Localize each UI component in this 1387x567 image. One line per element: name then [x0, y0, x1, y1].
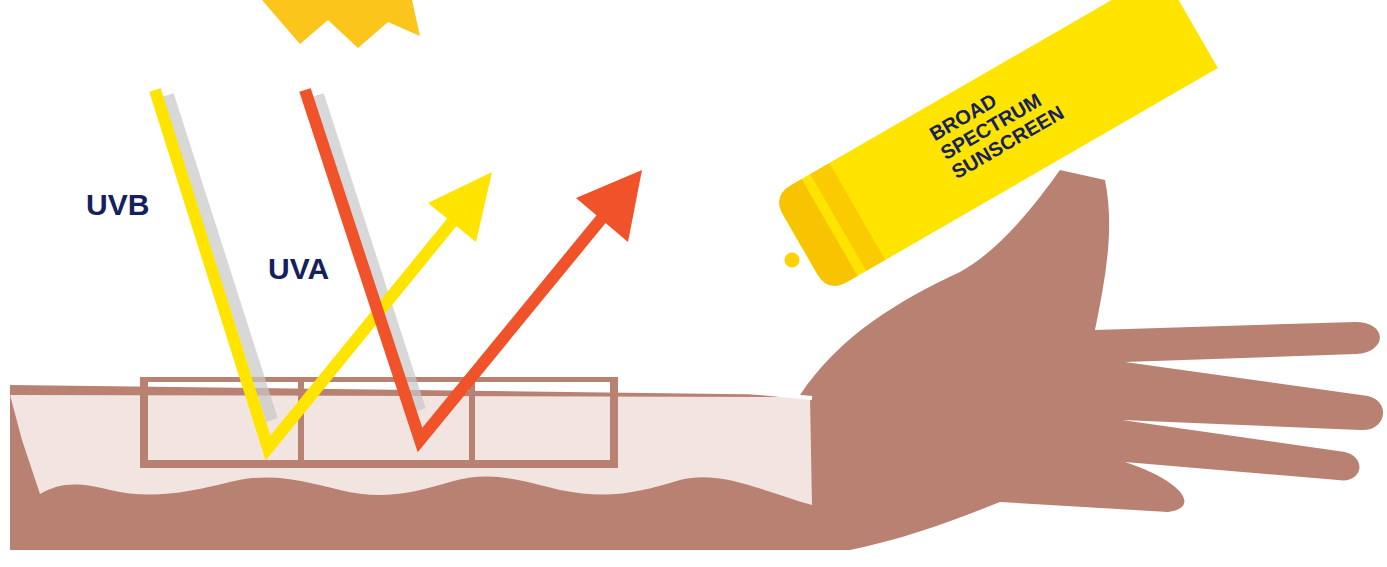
cell-wall: [298, 378, 304, 464]
tube-nozzle: [783, 251, 801, 269]
sunscreen-stream: [748, 262, 812, 398]
ray-label: UVB: [86, 188, 149, 222]
uva-arrowhead: [576, 170, 642, 242]
ray-shadow: [168, 95, 272, 420]
skin-cells: [144, 378, 614, 464]
tube-band: [810, 163, 885, 271]
uva-ray: [305, 90, 602, 440]
skin-surface: [140, 371, 618, 377]
uvb-arrowhead: [428, 172, 492, 242]
cell-wall: [469, 378, 475, 464]
sun: [262, 0, 420, 48]
ray-label: UVA: [268, 252, 329, 286]
product-label: BROAD SPECTRUM SUNSCREEN: [926, 56, 1080, 183]
